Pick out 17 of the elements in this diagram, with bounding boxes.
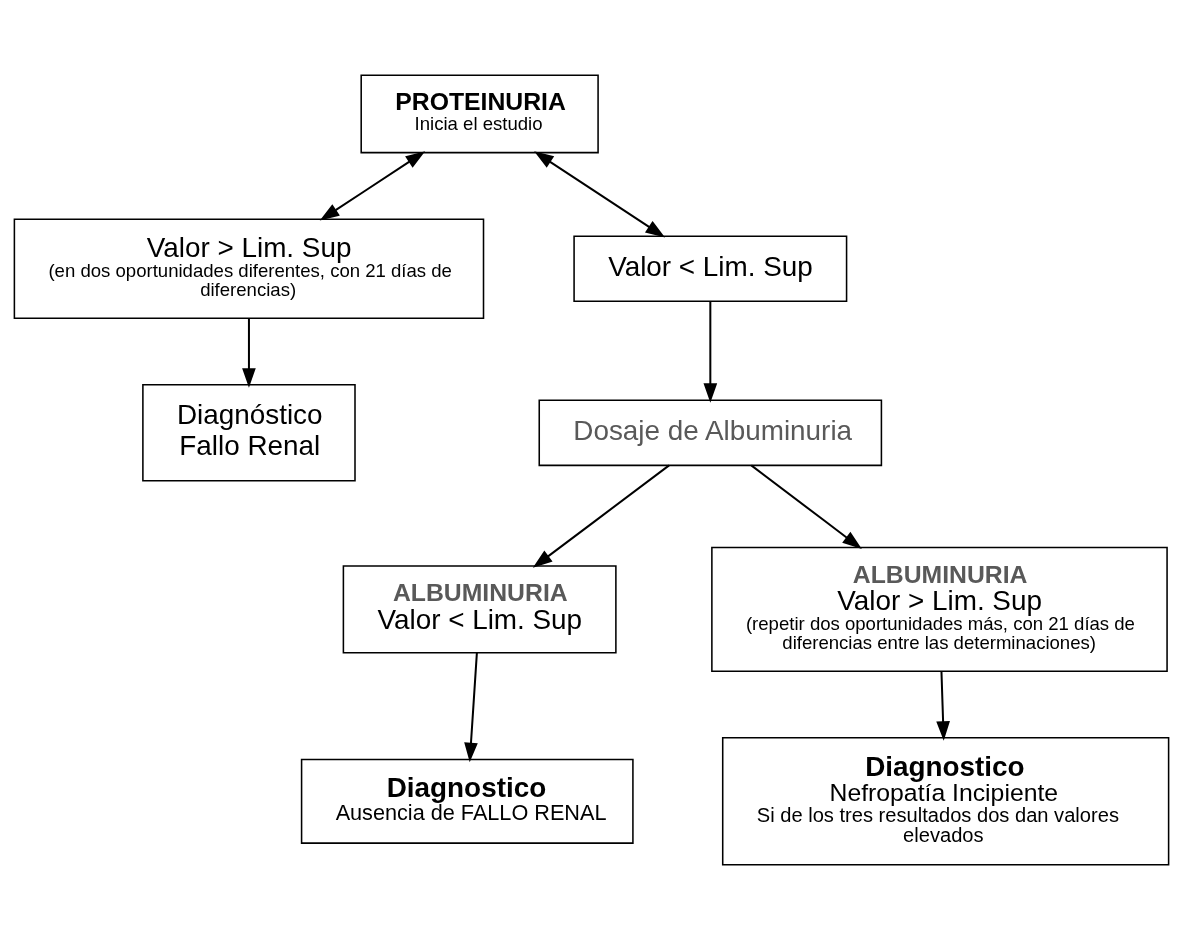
node-box: ALBUMINURIA Valor > Lim. Sup (repetir dos oportunidades más, con 21 días de diferencias entre las determinaciones) [711, 546, 1168, 672]
arrow [750, 464, 862, 549]
node-box: PROTEINURIA Inicia el estudio [360, 73, 599, 153]
node-box: Valor > Lim. Sup (en dos oportunidades diferentes, con 21 días de diferencias) [13, 217, 485, 319]
arrow [532, 464, 670, 568]
arrow [319, 150, 426, 221]
node-box: Diagnóstico Fallo Renal [142, 383, 356, 482]
arrow [242, 318, 256, 388]
node-box: Diagnostico Nefropatía Incipiente Si de los tres resultados dos dan valores elevados [721, 736, 1170, 866]
node-box: Valor < Lim. Sup [573, 234, 848, 302]
arrow [534, 150, 666, 237]
node-box: ALBUMINURIA Valor < Lim. Sup [342, 564, 617, 653]
arrow [464, 652, 478, 762]
arrow [703, 300, 718, 403]
arrow [936, 671, 950, 741]
node-box: Diagnostico Ausencia de FALLO RENAL [300, 758, 634, 844]
node-box: Dosaje de Albuminuria [538, 399, 883, 466]
